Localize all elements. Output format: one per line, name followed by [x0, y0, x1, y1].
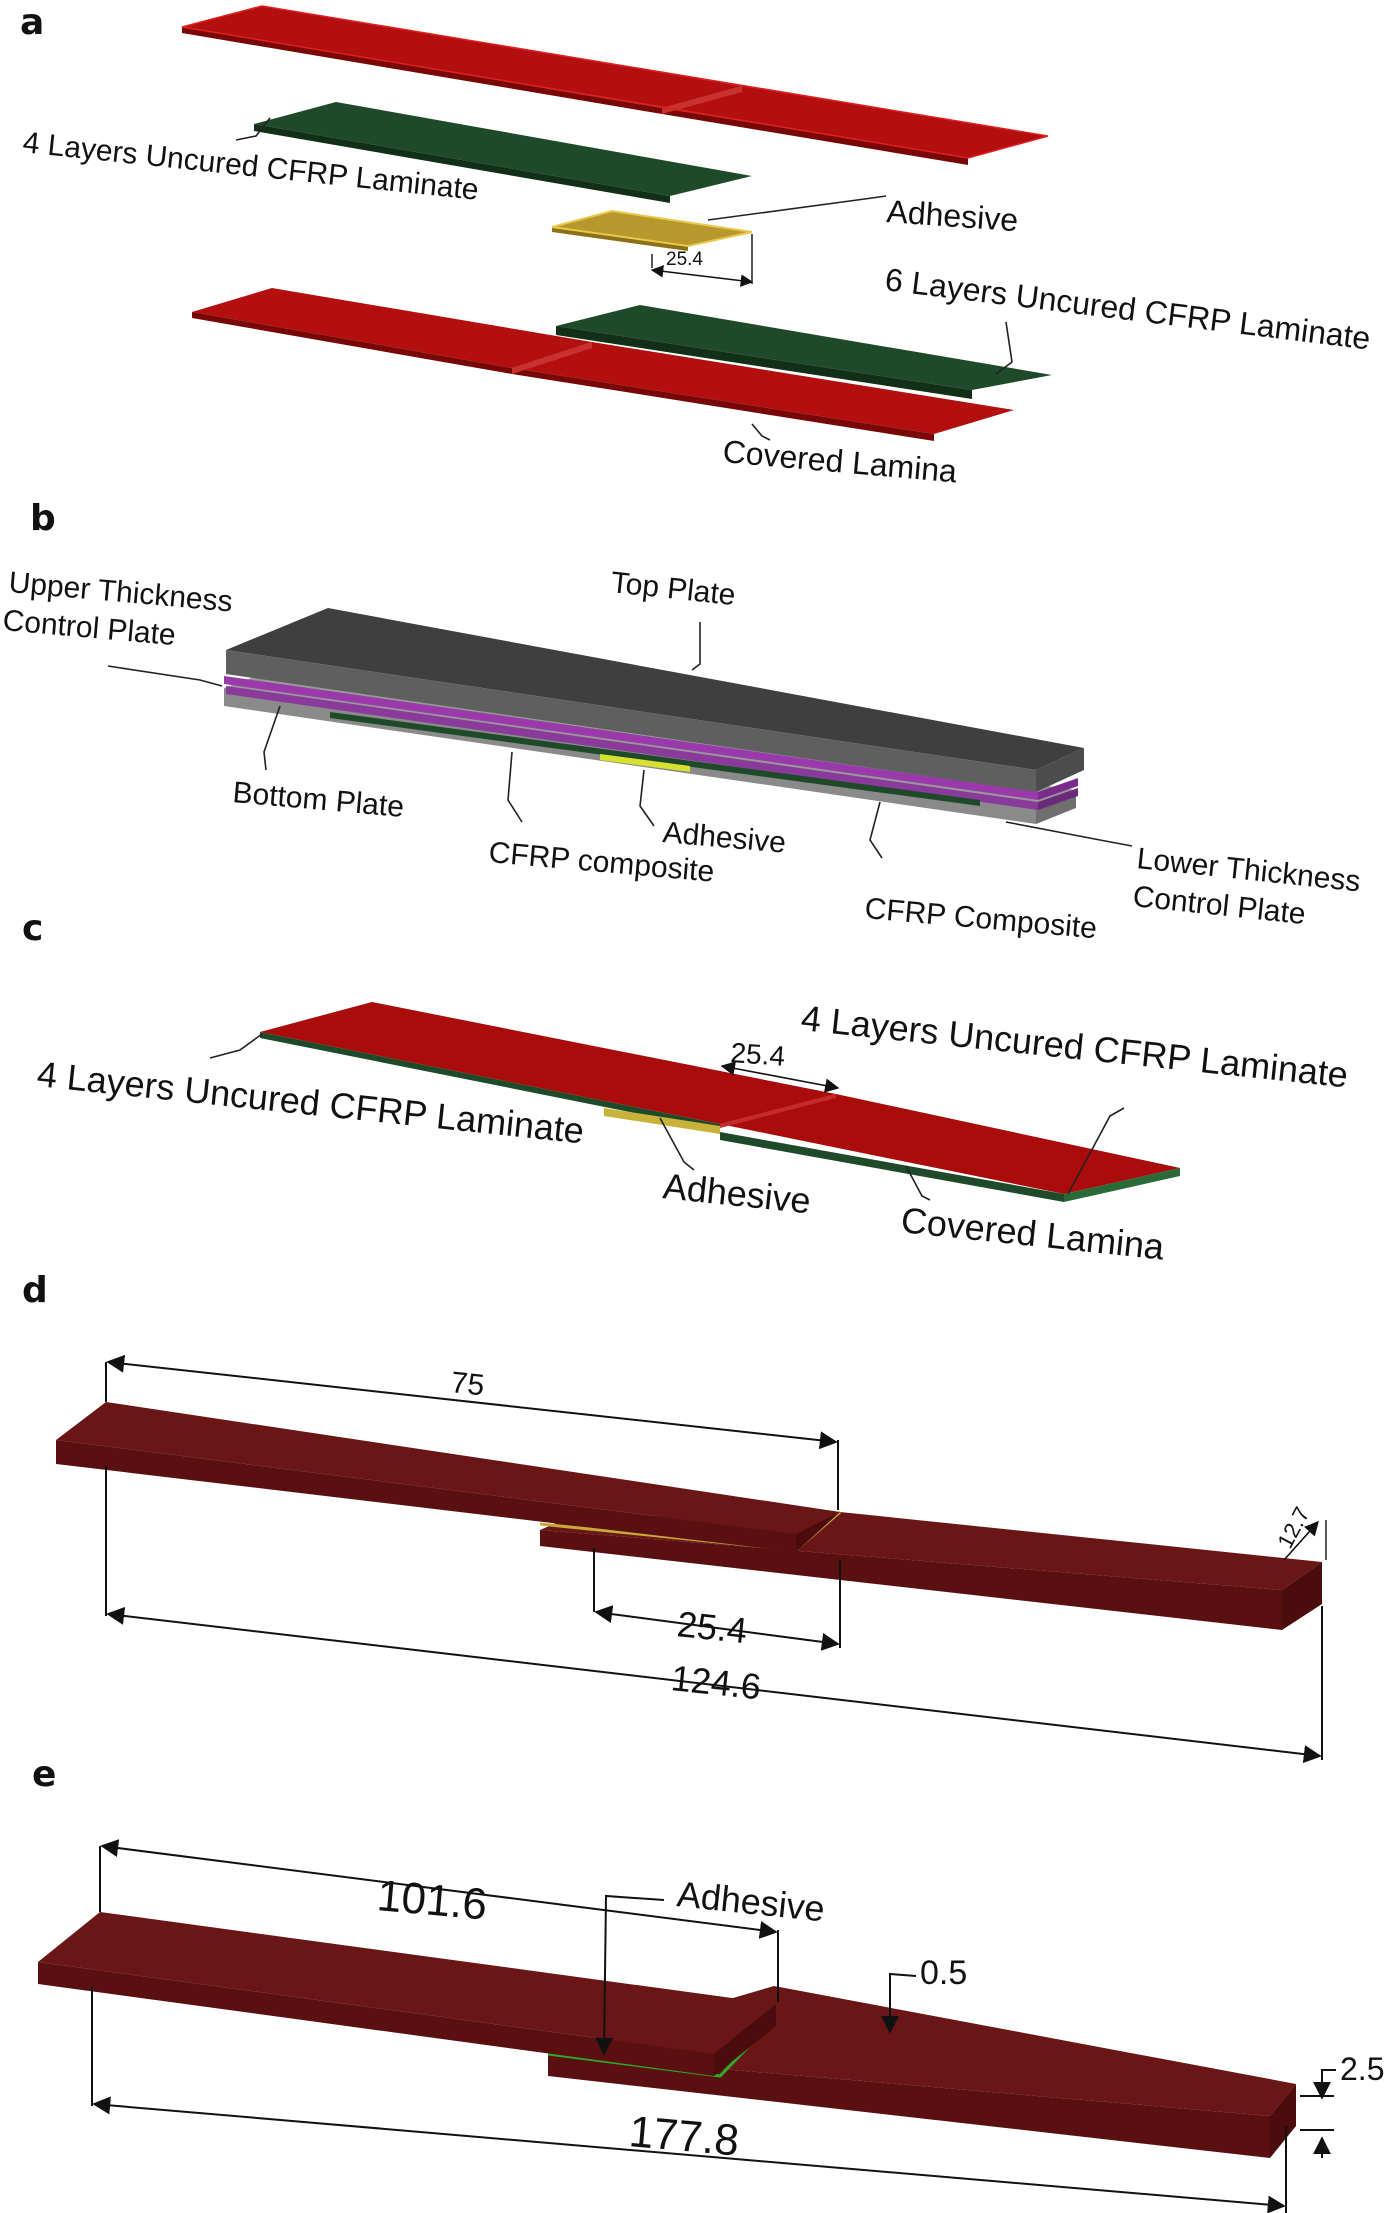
leader-b-top — [691, 622, 701, 671]
label-b-cfrp-right: CFRP Composite — [863, 892, 1098, 945]
panel-c-dim-overlap: 25.4 — [730, 1037, 787, 1072]
leader-a-4-layers — [235, 117, 271, 141]
panel-a-letter: a — [20, 2, 44, 43]
label-a-adhesive: Adhesive — [886, 193, 1020, 238]
leader-b-adhesive — [639, 769, 655, 827]
panel-d: d 75 25.4 124.6 — [22, 1270, 1327, 1764]
panel-e-dim-length: 101.6 — [375, 1871, 489, 1929]
adhesive-layer — [600, 754, 690, 772]
leader-b-cfrp-right — [869, 801, 883, 859]
label-b-bottom: Bottom Plate — [231, 776, 405, 824]
panel-a: a — [20, 2, 1372, 489]
label-a-6-layers: 6 Layers Uncured CFRP Laminate — [883, 261, 1372, 356]
panel-c: c 25.4 4 Layers Uncured CFRP Laminate 4 … — [22, 908, 1350, 1268]
panel-e: e 101.6 Adhesive 0.5 177. — [32, 1754, 1384, 2213]
leader-c-adhesive — [659, 1117, 695, 1171]
leader-c-4-layers-right — [1067, 1107, 1125, 1195]
leader-b-bottom — [263, 705, 281, 771]
panel-d-letter: d — [22, 1270, 48, 1311]
leader-c-4-layers-left — [209, 1033, 263, 1059]
leader-b-cfrp-left — [507, 751, 523, 823]
panel-c-dimension-overlap: 25.4 — [720, 1037, 840, 1093]
lower-cfrp-laminate-6-layers — [556, 305, 1052, 399]
panel-e-dimensions: 101.6 Adhesive 0.5 177.8 2.5 — [91, 1839, 1384, 2213]
leader-a-6-layers — [995, 321, 1013, 375]
leader-b-lower — [1005, 821, 1133, 847]
panel-e-dim-thickness: 2.5 — [1340, 2051, 1384, 2087]
leader-a-covered — [751, 423, 771, 441]
lower-thickness-control-plate — [226, 686, 1038, 810]
adhesive-patch — [551, 209, 753, 251]
panel-d-dim-width: 12.7 — [1272, 1503, 1314, 1553]
leader-a-adhesive — [707, 195, 887, 221]
panel-d-dim-length: 75 — [449, 1366, 486, 1402]
label-b-top: Top Plate — [609, 566, 737, 612]
label-c-adhesive: Adhesive — [661, 1165, 813, 1221]
label-a-covered: Covered Lamina — [721, 433, 958, 489]
panel-e-letter: e — [32, 1754, 56, 1795]
top-covered-lamina — [181, 5, 1049, 165]
cured-layup — [260, 1002, 1180, 1202]
cfrp-composite-layer — [330, 712, 980, 806]
panel-c-letter: c — [22, 908, 43, 949]
panel-b-letter: b — [30, 498, 56, 539]
panel-d-dimensions: 75 25.4 124.6 12.7 — [105, 1354, 1327, 1764]
panel-b: b Upper Thickness — [1, 498, 1362, 945]
panel-a-dimension-overlap: 25.4 — [650, 234, 754, 287]
leader-b-upper — [107, 665, 223, 687]
single-lap-joint-d — [56, 1402, 1322, 1630]
top-plate — [226, 608, 1084, 770]
panel-e-dim-adhesive-thickness: 0.5 — [920, 1954, 967, 1992]
panel-d-dim-total: 124.6 — [669, 1657, 763, 1707]
label-e-adhesive: Adhesive — [675, 1873, 827, 1929]
label-c-4-layers-right: 4 Layers Uncured CFRP Laminate — [799, 997, 1350, 1095]
upper-cfrp-laminate-4-layers — [254, 102, 752, 203]
thickness-control-assembly — [224, 608, 1084, 824]
label-c-covered: Covered Lamina — [899, 1199, 1167, 1267]
panel-e-dim-total: 177.8 — [627, 2107, 741, 2165]
bottom-covered-lamina — [192, 288, 1014, 441]
panel-d-dim-overlap: 25.4 — [675, 1603, 749, 1651]
upper-thickness-control-plate — [224, 676, 1038, 800]
panel-a-dim-overlap: 25.4 — [666, 249, 703, 270]
leader-c-covered — [905, 1165, 931, 1201]
